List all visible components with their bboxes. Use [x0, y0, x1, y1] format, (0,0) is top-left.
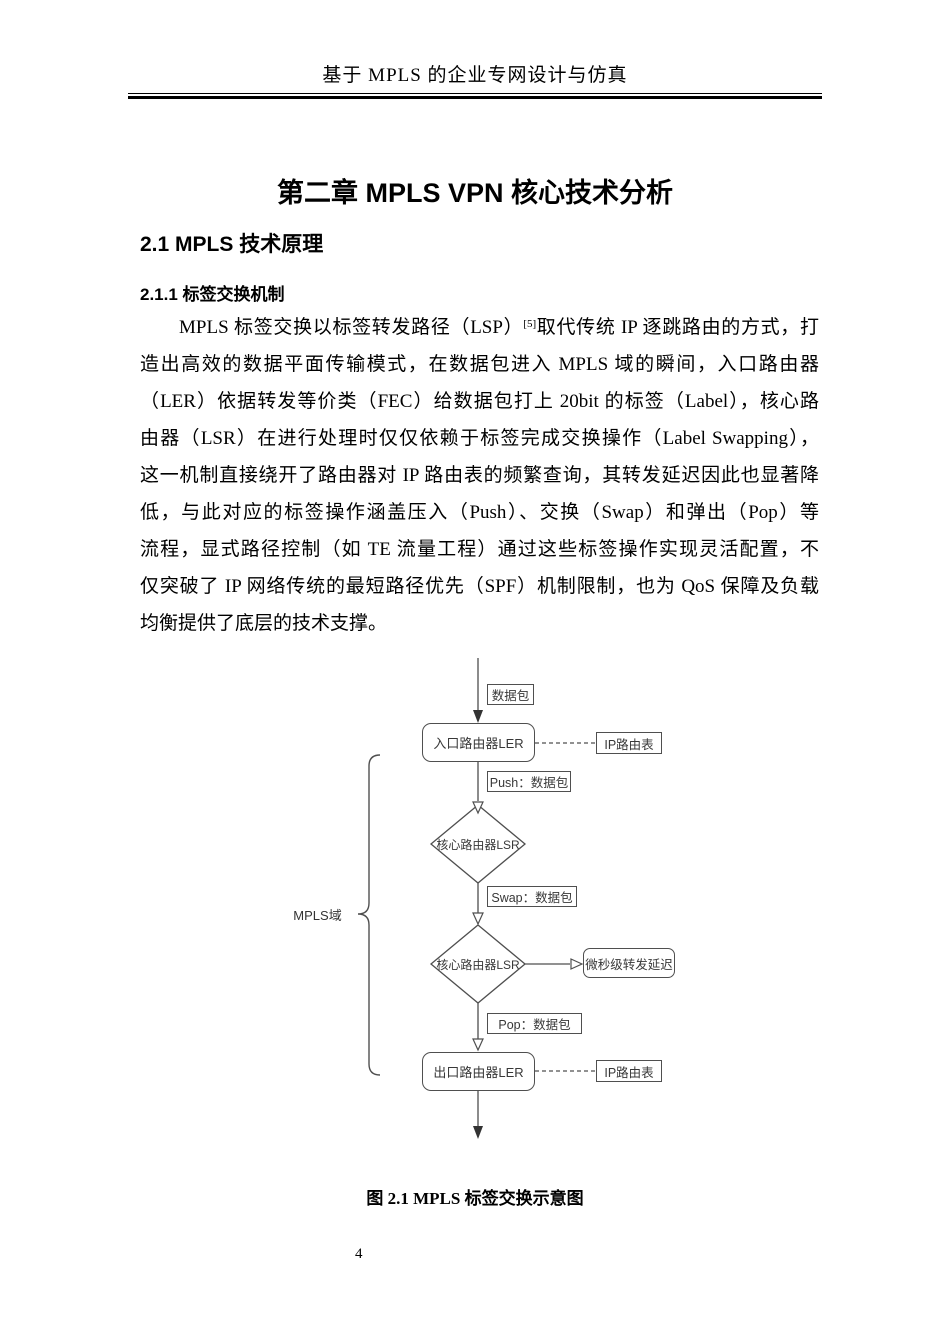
- citation-marker: [5]: [523, 318, 537, 330]
- arrowhead-hollow-2: [472, 912, 484, 926]
- chapter-title: 第二章 MPLS VPN 核心技术分析: [276, 178, 674, 208]
- mpls-domain-brace: [357, 754, 381, 1076]
- section-title: 2.1 MPLS 技术原理: [140, 233, 324, 256]
- arrowhead-solid-top: [473, 710, 483, 723]
- header-rule: [128, 93, 822, 99]
- push-label-box: Push：数据包: [487, 771, 571, 792]
- paragraph-line: 这一机制直接绕开了路由器对 IP 路由表的频繁查询，其转发延迟因此也显著降: [140, 465, 819, 486]
- paragraph-line: 低，与此对应的标签操作涵盖压入（Push）、交换（Swap）和弹出（Pop）等: [140, 502, 819, 523]
- figure-caption: 图 2.1 MPLS 标签交换示意图: [366, 1189, 584, 1208]
- arrowhead-hollow-3: [472, 1038, 484, 1052]
- paragraph-line: （LER）依据转发等价类（FEC）给数据包打上 20bit 的标签（Label）…: [140, 391, 819, 412]
- packet-label-box: 数据包: [487, 684, 534, 705]
- ip-table-bottom-box: IP路由表: [596, 1060, 662, 1082]
- arrowhead-solid-bottom: [473, 1126, 483, 1139]
- header-rule-thin: [128, 93, 822, 94]
- paragraph-line: 由器（LSR）在进行处理时仅仅依赖于标签完成交换操作（Label Swappin…: [140, 428, 819, 449]
- paragraph-line: MPLS 标签交换以标签转发路径（LSP）[5]取代传统 IP 逐跳路由的方式，…: [140, 309, 819, 346]
- delay-node: 微秒级转发延迟: [583, 948, 675, 978]
- body-paragraph: MPLS 标签交换以标签转发路径（LSP）[5]取代传统 IP 逐跳路由的方式，…: [140, 309, 819, 642]
- paragraph-line: 仅突破了 IP 网络传统的最短路径优先（SPF）机制限制，也为 QoS 保障及负…: [140, 576, 819, 597]
- paragraph-line: 均衡提供了底层的技术支撑。: [140, 613, 388, 634]
- core-router-2-label: 核心路由器LSR: [436, 957, 520, 972]
- paragraph-text: 取代传统 IP 逐跳路由的方式，打: [536, 317, 819, 338]
- arrowhead-hollow-1: [472, 801, 484, 815]
- paragraph-text: MPLS 标签交换以标签转发路径（LSP）: [179, 317, 524, 338]
- header-rule-thick: [128, 95, 822, 99]
- swap-label-box: Swap：数据包: [487, 886, 577, 907]
- egress-router-node: 出口路由器LER: [422, 1052, 535, 1091]
- pop-label-box: Pop：数据包: [487, 1013, 582, 1034]
- paragraph-line: 流程，显式路径控制（如 TE 流量工程）通过这些标签操作实现灵活配置，不: [140, 539, 819, 560]
- core-router-1-label: 核心路由器LSR: [436, 837, 520, 852]
- subsection-title: 2.1.1 标签交换机制: [140, 285, 285, 304]
- ip-table-top-box: IP路由表: [596, 732, 662, 754]
- running-header: 基于 MPLS 的企业专网设计与仿真: [322, 65, 628, 86]
- page-number: 4: [355, 1246, 363, 1262]
- mpls-domain-label: MPLS域: [293, 907, 342, 923]
- ingress-router-node: 入口路由器LER: [422, 723, 535, 762]
- arrowhead-hollow-right: [570, 958, 584, 970]
- paragraph-line: 造出高效的数据平面传输模式，在数据包进入 MPLS 域的瞬间，入口路由器: [140, 354, 819, 375]
